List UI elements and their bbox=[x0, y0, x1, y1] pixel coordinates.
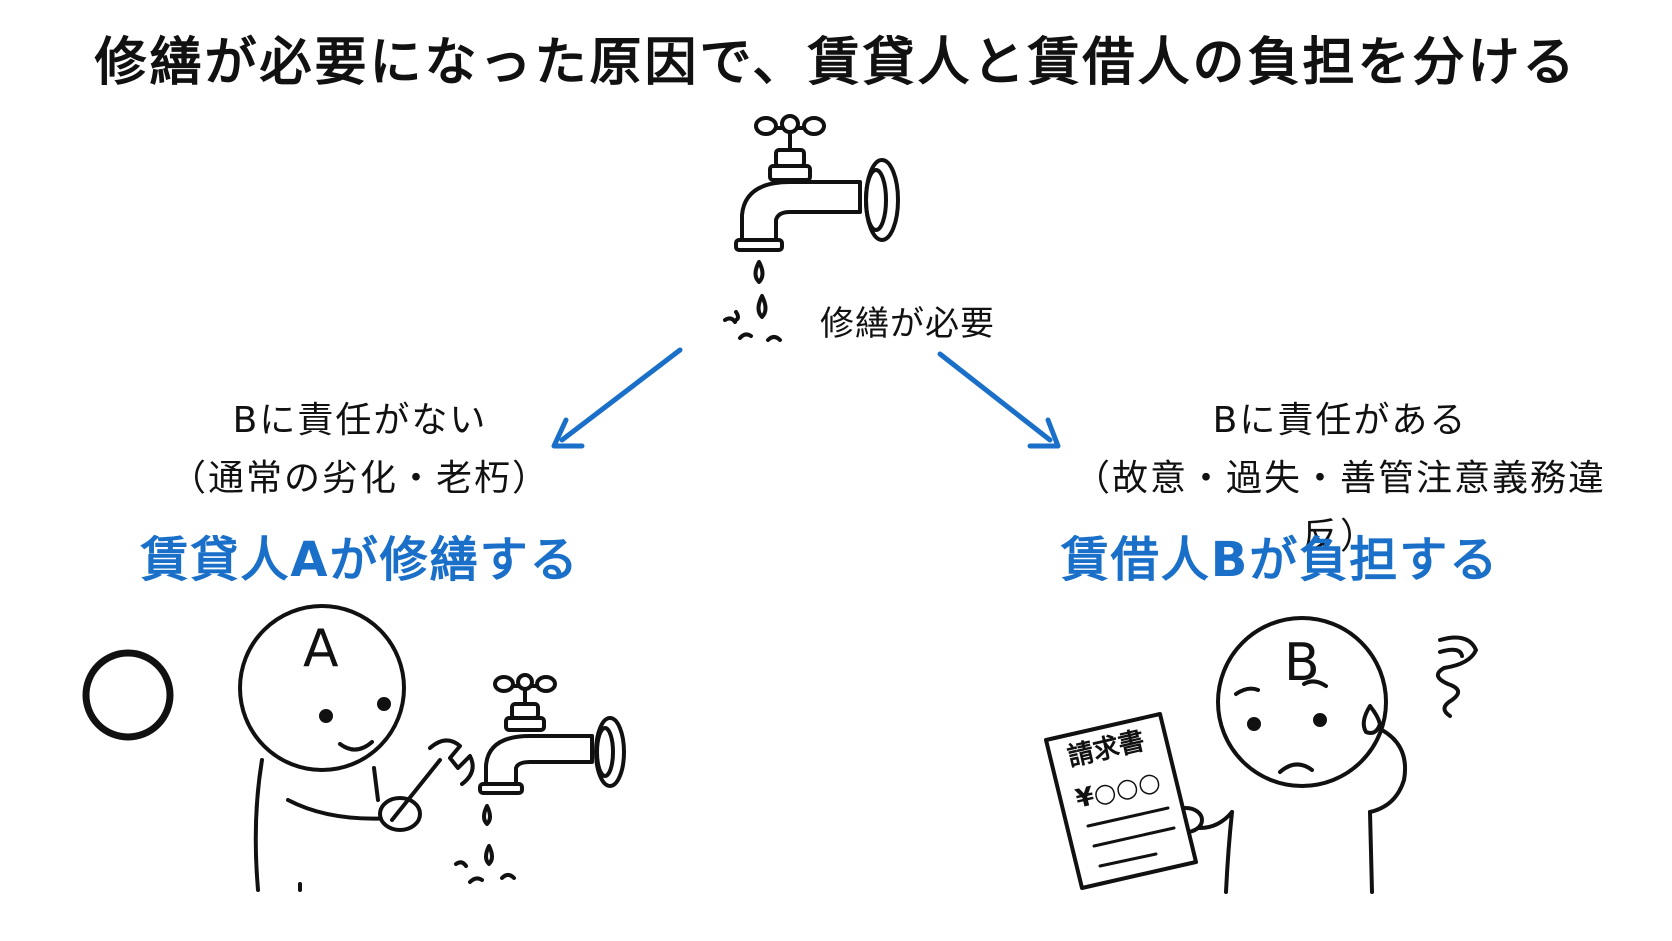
right-condition-detail: （故意・過失・善管注意義務違反） bbox=[1073, 458, 1606, 557]
person-b-icon bbox=[1168, 616, 1478, 894]
repair-faucet-icon bbox=[454, 673, 626, 884]
person-a-letter: A bbox=[303, 619, 339, 679]
right-condition-main: Bに責任がある bbox=[1212, 400, 1468, 441]
left-result: 賃貸人Aが修繕する bbox=[140, 532, 580, 588]
left-condition-detail: （通常の劣化・老朽） bbox=[169, 458, 550, 499]
left-condition: Bに責任がない （通常の劣化・老朽） bbox=[120, 392, 600, 508]
water-drop-icon bbox=[723, 260, 782, 342]
center-label: 修繕が必要 bbox=[820, 304, 995, 344]
left-condition-main: Bに責任がない bbox=[232, 400, 488, 441]
ok-circle-icon bbox=[82, 649, 174, 741]
diagram-title: 修繕が必要になった原因で、賃貸人と賃借人の負担を分ける bbox=[94, 33, 1578, 93]
arrow-right-icon bbox=[937, 351, 1061, 449]
person-b-letter: B bbox=[1284, 633, 1320, 693]
right-result: 賃借人Bが負担する bbox=[1060, 532, 1500, 588]
invoice-document-icon bbox=[1044, 712, 1198, 890]
person-a-icon bbox=[238, 604, 475, 892]
right-condition: Bに責任がある （故意・過失・善管注意義務違反） bbox=[1060, 392, 1620, 566]
arrow-left-icon bbox=[551, 347, 683, 449]
top-faucet-icon bbox=[734, 114, 900, 252]
